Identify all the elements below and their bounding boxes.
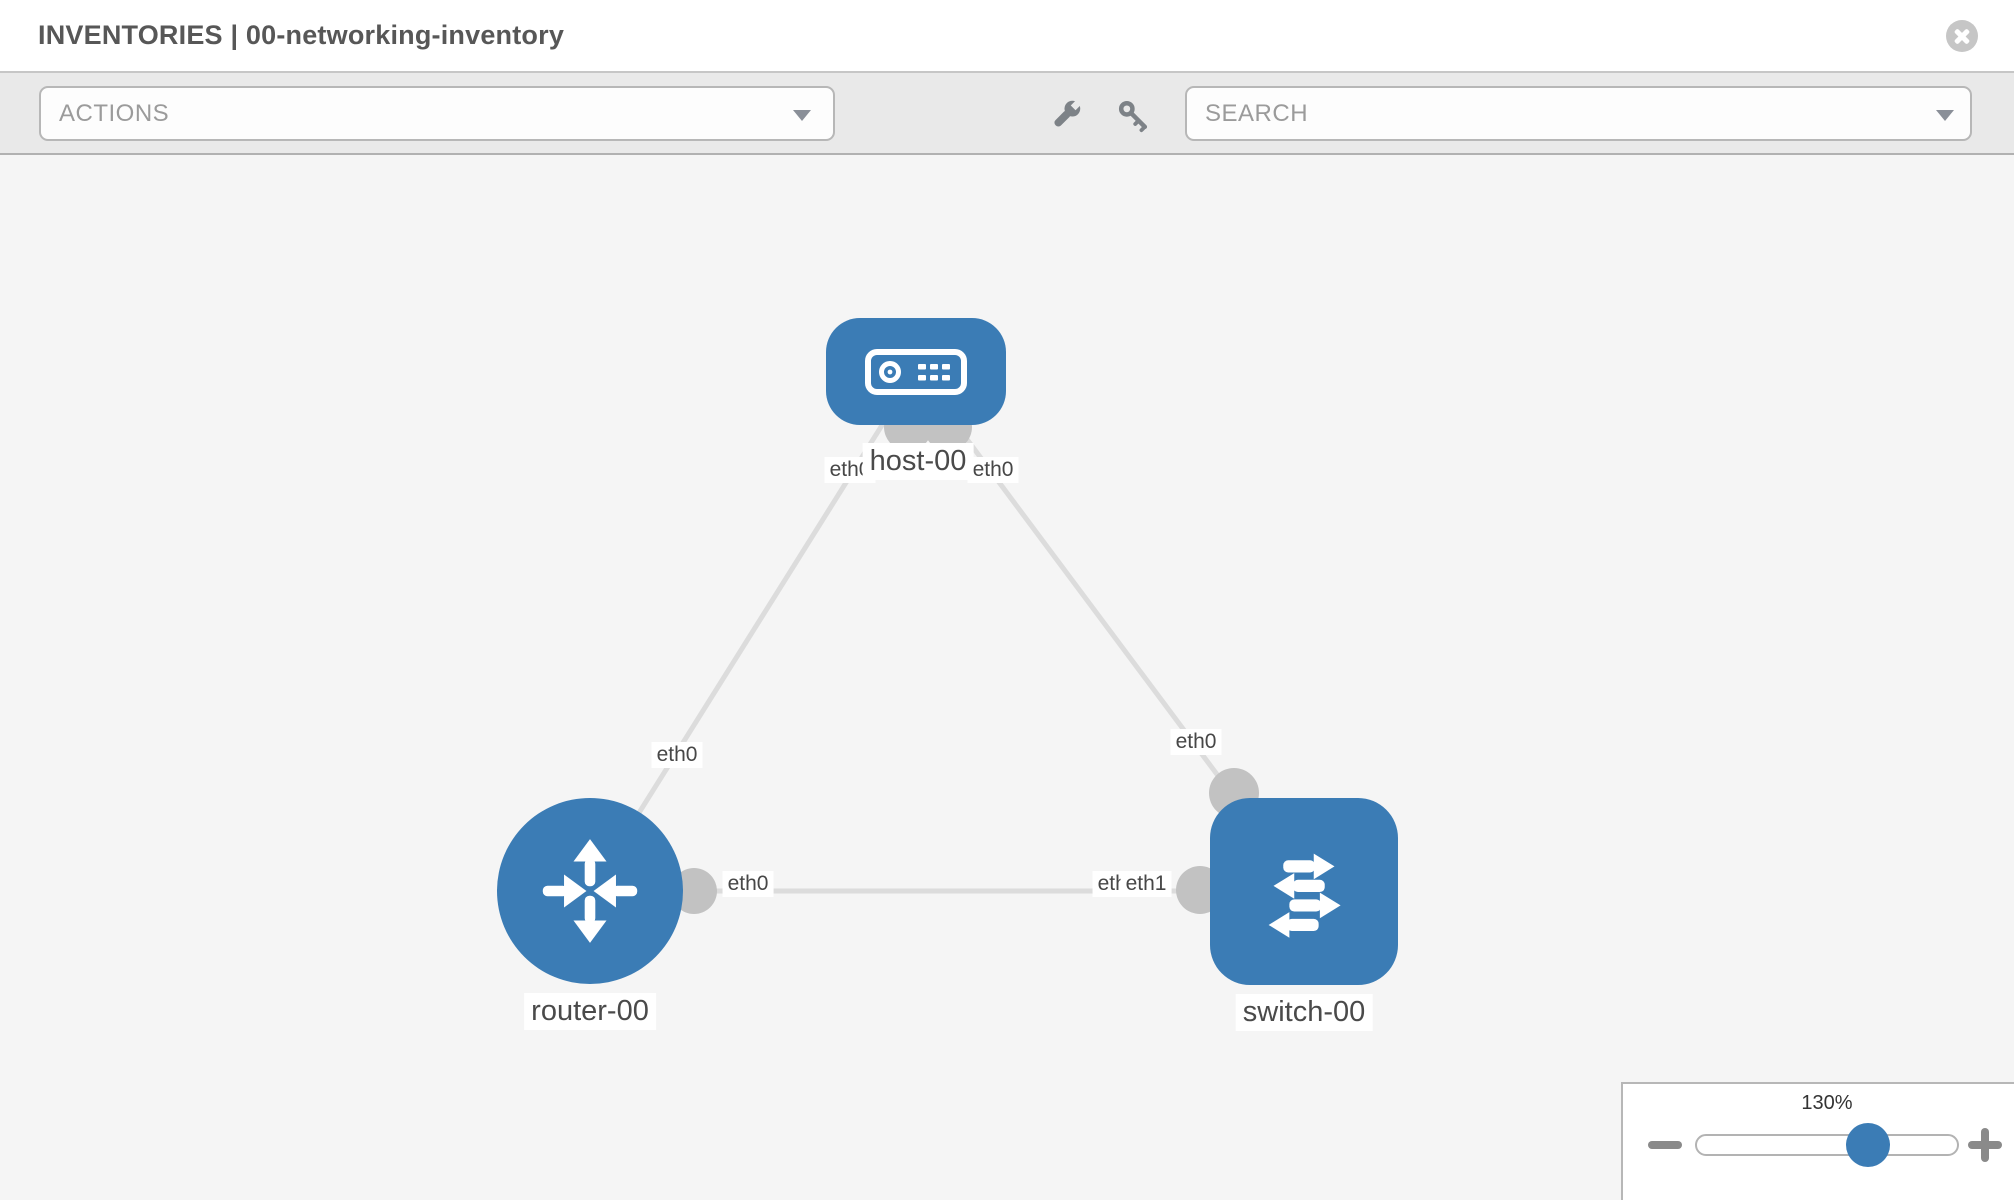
interface-label: eth0 <box>1170 729 1222 755</box>
interface-connector <box>671 868 717 914</box>
node-router-00[interactable] <box>497 798 683 984</box>
minus-icon <box>1648 1141 1682 1149</box>
topology-edges <box>587 369 1307 914</box>
topology-canvas[interactable]: eth0 eth0 eth0 eth0 eth0 eth0 eth1 host-… <box>0 155 2014 1200</box>
node-label-host: host-00 <box>862 443 974 480</box>
key-icon <box>1118 100 1148 133</box>
node-host-00[interactable] <box>826 318 1006 425</box>
exchange-arrows-icon <box>1268 853 1341 938</box>
actions-dropdown[interactable]: ACTIONS <box>39 86 835 141</box>
plus-icon <box>1981 1128 1989 1162</box>
node-label-router: router-00 <box>524 993 656 1030</box>
key-button[interactable] <box>1115 97 1151 133</box>
header: INVENTORIES | 00-networking-inventory <box>0 0 2014 71</box>
wrench-icon <box>1054 99 1082 127</box>
chevron-down-icon <box>1936 110 1954 121</box>
toolbar: ACTIONS SEARC <box>0 71 2014 155</box>
zoom-level: 130% <box>1801 1092 1853 1114</box>
zoom-slider[interactable] <box>1695 1134 1959 1156</box>
interface-label: eth0 <box>967 457 1019 483</box>
node-switch-00[interactable] <box>1210 798 1398 985</box>
search-dropdown-label: SEARCH <box>1205 100 1309 127</box>
close-button[interactable] <box>1946 20 1978 52</box>
interface-label: eth0 <box>722 871 774 897</box>
wrench-button[interactable] <box>1048 97 1084 133</box>
node-label-switch: switch-00 <box>1235 994 1373 1031</box>
actions-dropdown-label: ACTIONS <box>59 100 170 127</box>
page-title: INVENTORIES | 00-networking-inventory <box>38 20 565 50</box>
zoom-slider-handle[interactable] <box>1846 1123 1890 1167</box>
search-dropdown[interactable]: SEARCH <box>1185 86 1972 141</box>
zoom-panel: 130% <box>1621 1082 2014 1200</box>
zoom-in-button[interactable] <box>1961 1127 2009 1163</box>
route-arrows-icon <box>542 839 638 943</box>
interface-label: eth0 <box>651 742 703 768</box>
server-icon <box>865 348 967 395</box>
interface-label: eth1 <box>1120 871 1172 897</box>
chevron-down-icon <box>793 110 811 121</box>
zoom-out-button[interactable] <box>1641 1127 1689 1163</box>
